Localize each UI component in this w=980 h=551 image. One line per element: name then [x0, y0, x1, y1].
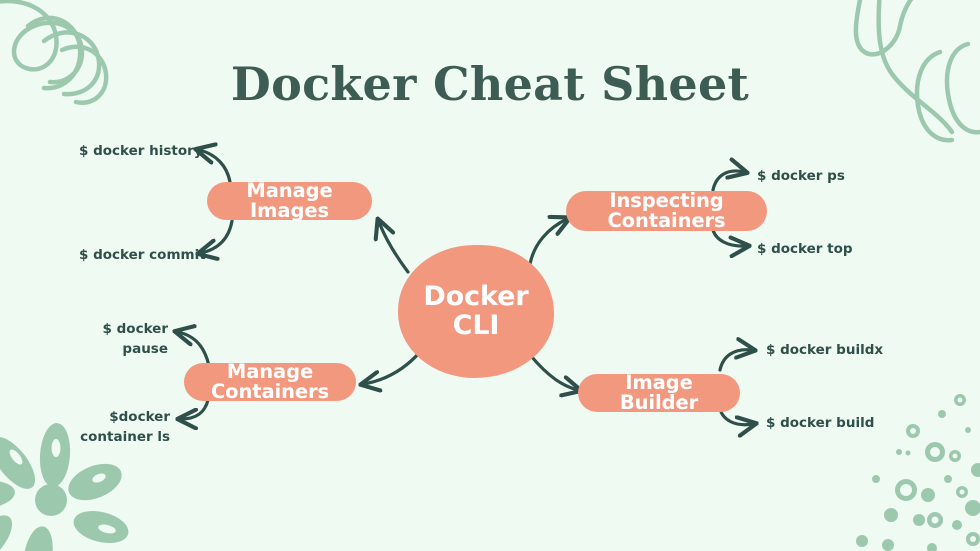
central-node-docker-cli[interactable]: Docker CLI [398, 245, 554, 378]
arrow-inspecting-to-top [711, 228, 746, 246]
command-docker-build: $ docker build [766, 415, 875, 431]
arrow-manage-images-to-history [199, 150, 232, 184]
command-docker-buildx: $ docker buildx [766, 342, 884, 358]
branch-inspecting-containers[interactable]: Inspecting Containers [566, 190, 767, 231]
arrow-manage-containers-to-ls [181, 398, 210, 419]
arrow-image-builder-to-buildx [718, 350, 752, 372]
branch-manage-images[interactable]: Manage Images [207, 180, 372, 221]
command-docker-history: $ docker history [79, 143, 203, 159]
command-docker-pause: $ docker pause [102, 321, 168, 357]
command-docker-commit: $ docker commit [79, 247, 206, 263]
arrow-hub-to-image-builder [529, 354, 578, 390]
arrow-hub-to-manage-images [379, 222, 410, 274]
page-title: Docker Cheat Sheet [230, 57, 750, 111]
branch-manage-containers[interactable]: Manage Containers [184, 361, 356, 402]
arrow-hub-to-inspecting-containers [528, 219, 567, 266]
dots-bottom-right-icon [856, 394, 980, 551]
command-docker-container-ls: $docker container ls [80, 409, 170, 445]
branch-image-builder[interactable]: Image Builder [578, 372, 740, 413]
command-docker-ps: $ docker ps [757, 168, 845, 184]
command-docker-top: $ docker top [757, 241, 853, 257]
arrow-hub-to-manage-containers [364, 350, 422, 384]
arrow-inspecting-to-ps [711, 171, 744, 192]
